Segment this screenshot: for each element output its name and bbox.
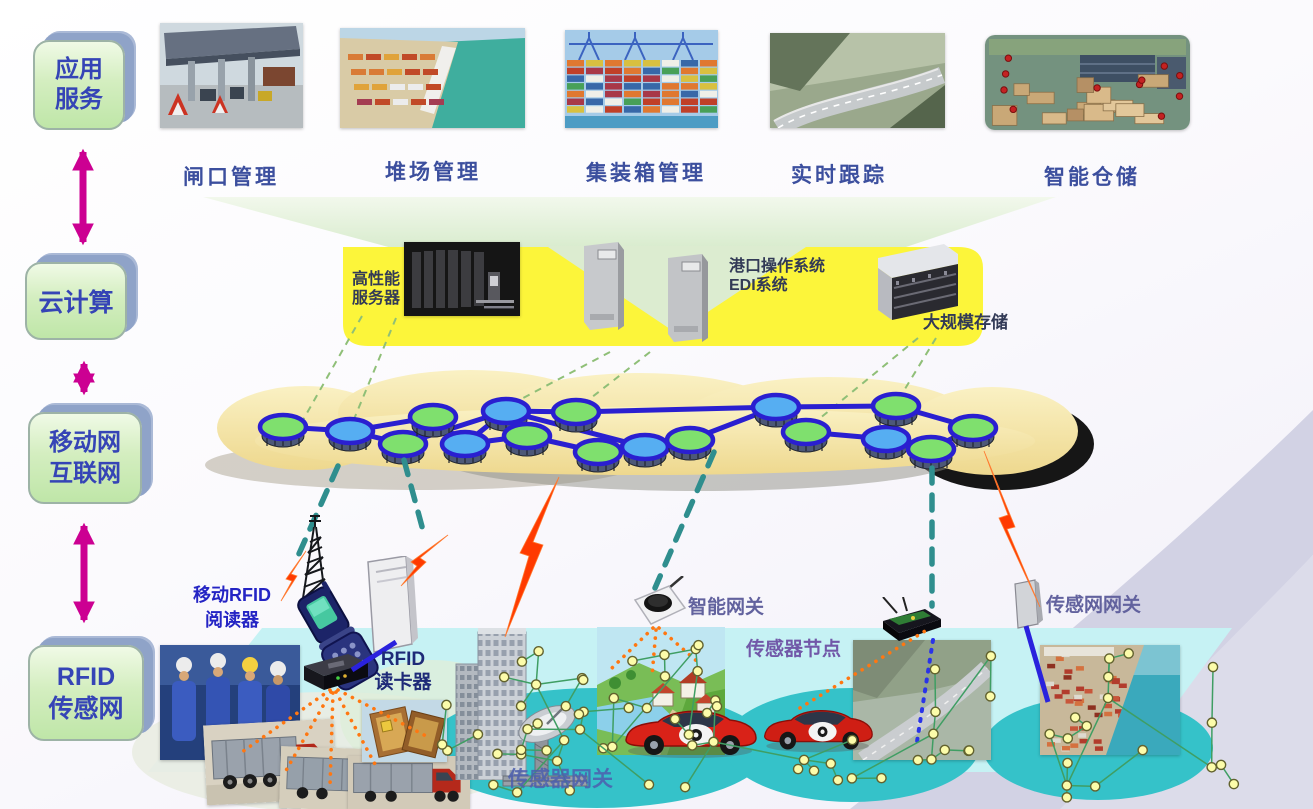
layer-label: 移动网 <box>49 429 121 456</box>
sensor-gateway-label: 传感器网关 <box>508 768 613 791</box>
layer-arrows <box>72 148 95 624</box>
app-label-gate: 闸口管理 <box>183 164 279 189</box>
wireless-ap-icon <box>627 576 691 632</box>
port-system-label: 港口操作系统 EDI系统 <box>729 258 826 294</box>
rfid-tags-photo <box>362 700 447 762</box>
tower-server-icon <box>574 240 636 332</box>
layer-label: 服务 <box>55 86 103 113</box>
red-car-photo <box>758 690 878 754</box>
wan-dashed-links <box>295 449 935 609</box>
sensor-node-label: 传感器节点 <box>746 639 842 660</box>
mountain-highway-photo <box>770 33 945 128</box>
rfid-reader-icon <box>298 650 370 694</box>
container-yard-aerial-photo <box>340 28 525 128</box>
sensor-net-gateway-label: 传感网网关 <box>1046 595 1142 616</box>
app-label-tracking: 实时跟踪 <box>791 162 887 187</box>
sidebar-item-mobile-internet: 移动网 互联网 <box>28 412 142 504</box>
tower-server-icon <box>658 252 720 344</box>
layer-label: 互联网 <box>49 460 121 487</box>
storage-label: 大规模存储 <box>923 313 1008 332</box>
server-cloud-links <box>302 315 937 429</box>
sidebar-item-rfid-sensor-network: RFID 传感网 <box>28 645 144 741</box>
gate-toll-station-photo <box>160 23 303 128</box>
red-car-photo <box>618 688 763 760</box>
rfid-reader-label: RFID 读卡器 <box>374 649 432 693</box>
app-label-container: 集装箱管理 <box>586 160 706 185</box>
sensor-mote-icon <box>875 597 947 643</box>
sidebar-item-application-services: 应用 服务 <box>33 40 125 130</box>
warehouse-interior-photo <box>985 35 1190 130</box>
gateway-box-icon <box>352 556 422 656</box>
layer-label: 传感网 <box>48 695 124 723</box>
layer-label: 应用 <box>55 56 103 83</box>
port-tracking-photo <box>1040 645 1180 755</box>
hp-server-label: 高性能 服务器 <box>352 271 401 307</box>
backbone-network <box>257 391 999 473</box>
truck-photo <box>348 756 470 809</box>
sidebar-item-cloud-computing: 云计算 <box>25 262 127 340</box>
container-stacks-cranes-photo <box>565 30 718 128</box>
server-rack-photo <box>404 242 520 316</box>
sensor-net-gateway-icon <box>1007 578 1045 632</box>
mobile-rfid-reader-label: 移动RFID 阅读器 <box>193 585 271 630</box>
app-label-warehouse: 智能仓储 <box>1044 164 1140 189</box>
layer-label: 云计算 <box>38 289 114 317</box>
layer-label: RFID <box>56 663 116 691</box>
smart-gateway-label: 智能网关 <box>688 597 765 618</box>
app-label-yard: 堆场管理 <box>385 159 481 184</box>
storage-array-icon <box>860 240 962 326</box>
